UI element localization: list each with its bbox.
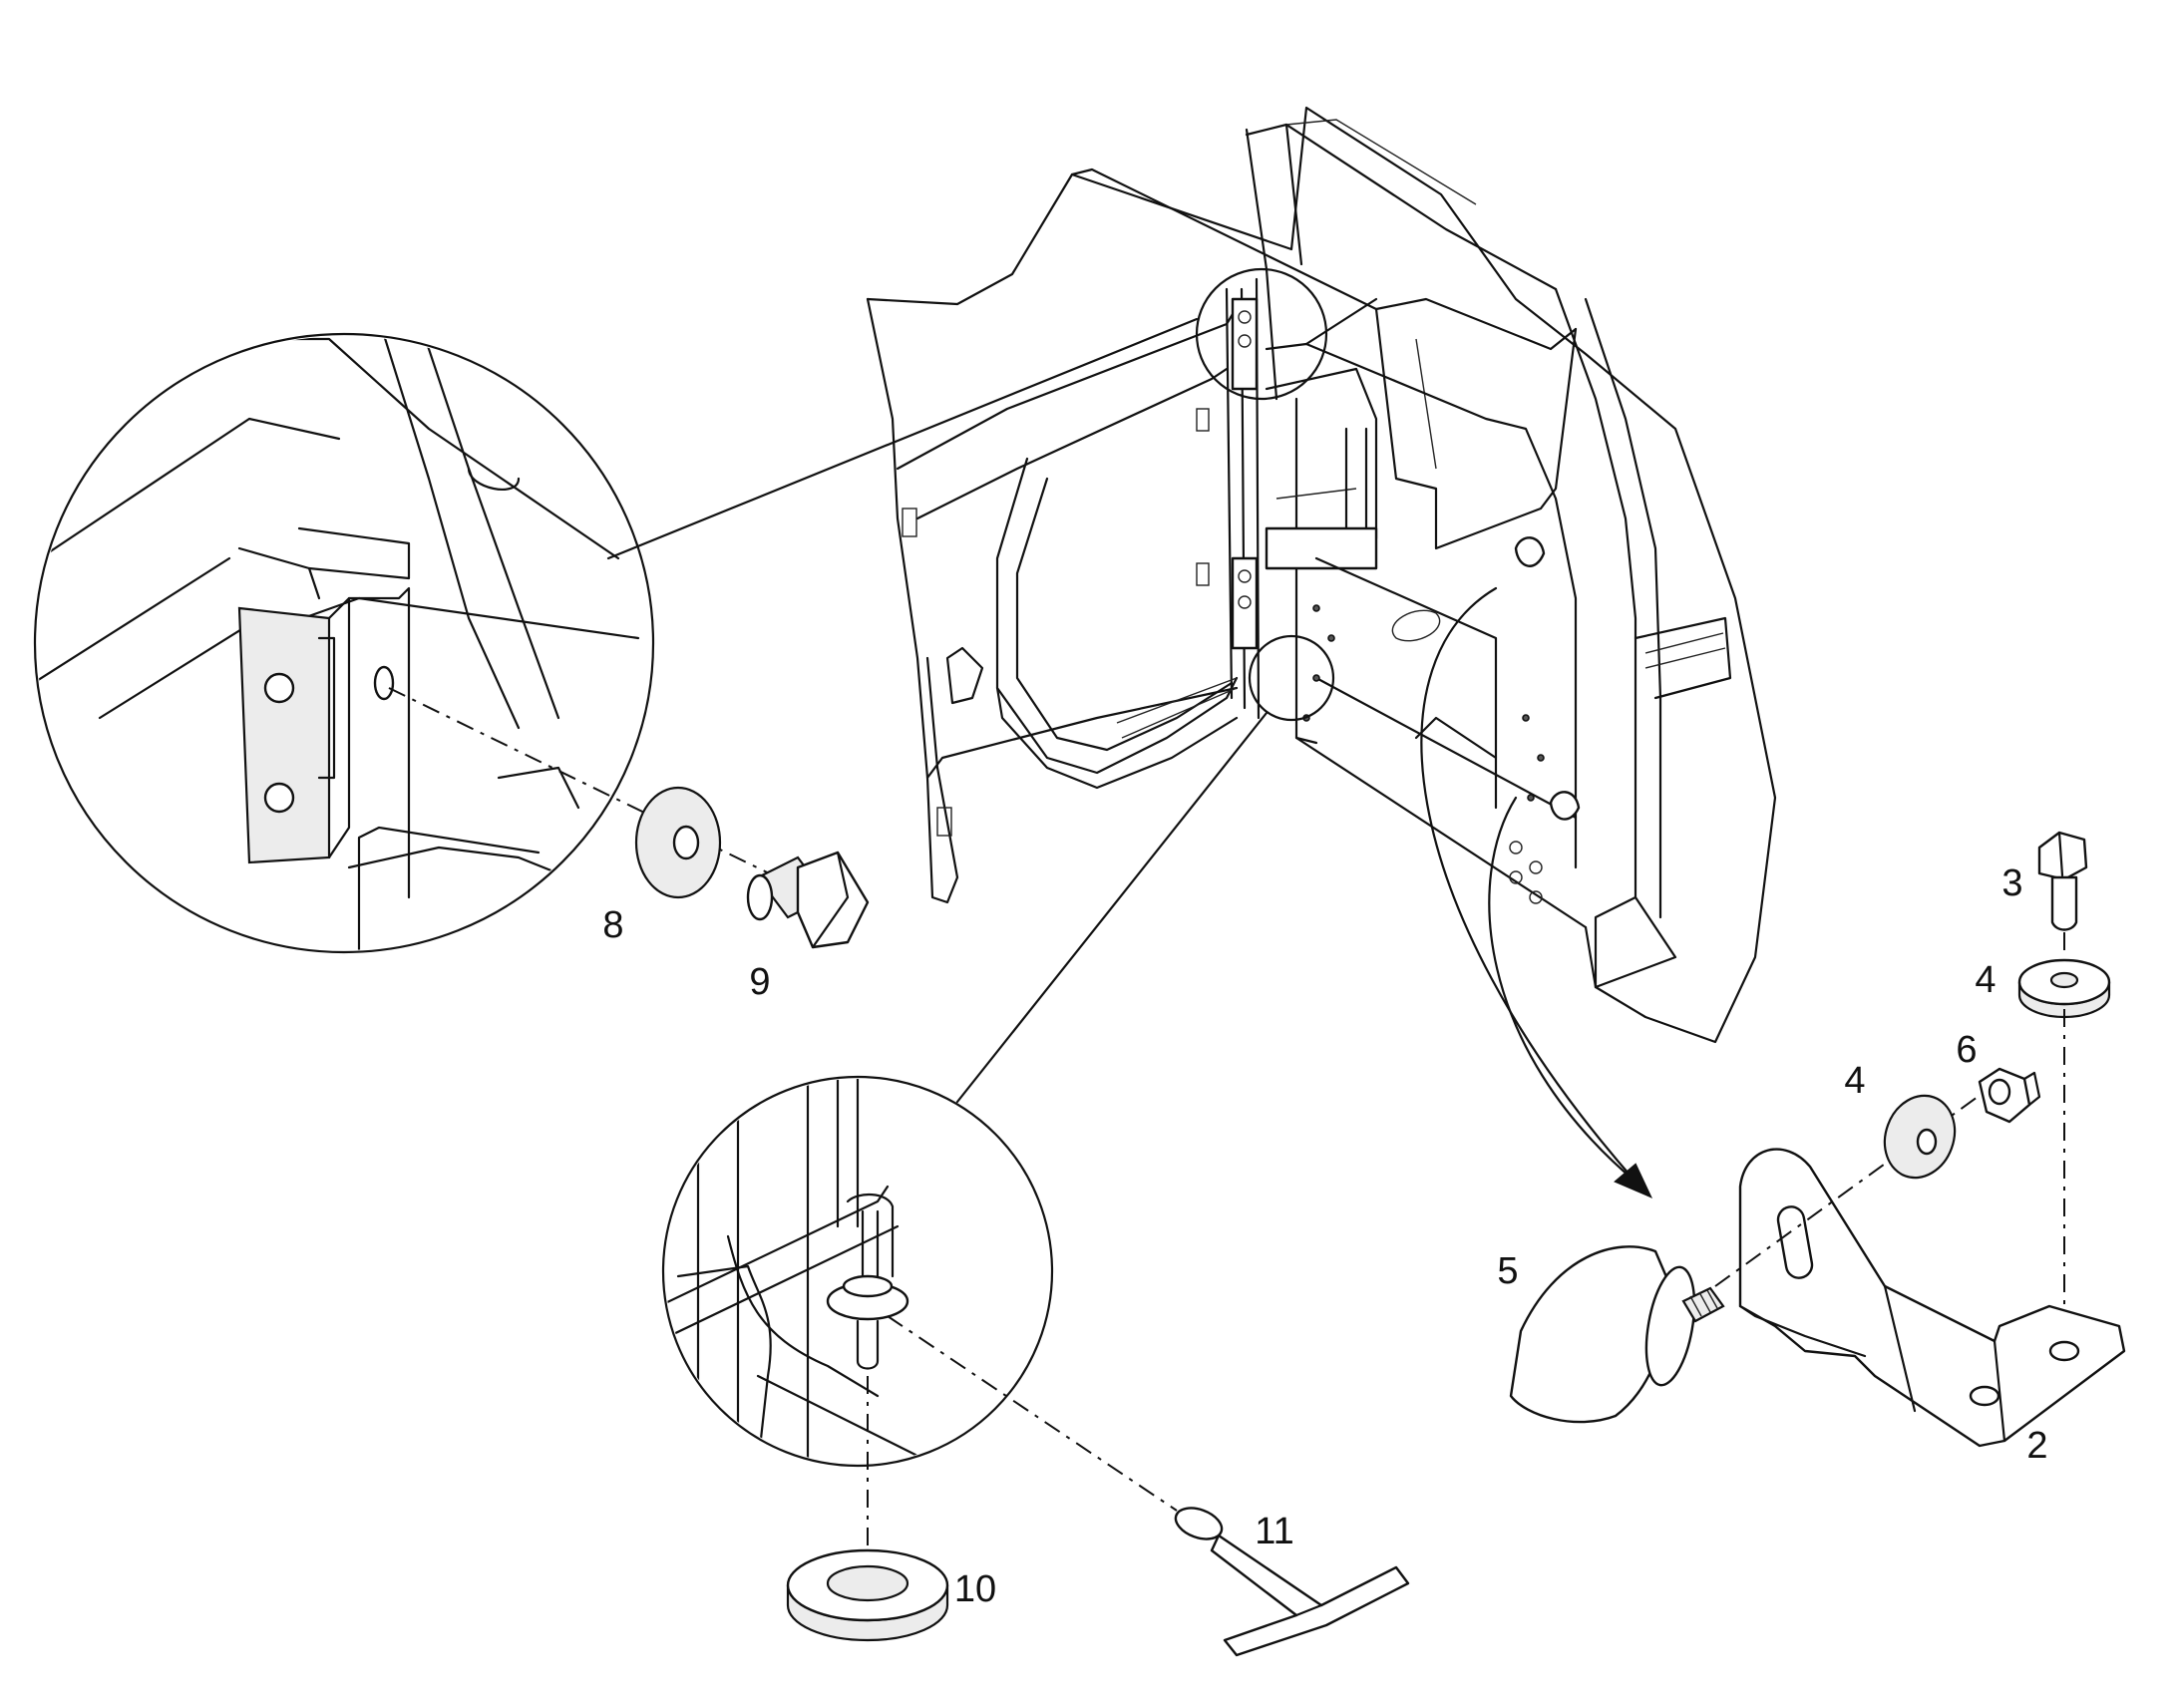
axis-bolt-9: [388, 687, 799, 888]
bracket-2: [1738, 1148, 2126, 1448]
callout-4-lower: 4: [1844, 1060, 1865, 1102]
detail-marker-hinge: [1195, 267, 1328, 401]
leader-line-upper-detail: [606, 317, 1199, 560]
leader-line-lower-detail: [955, 711, 1269, 1104]
callout-4-upper: 4: [1975, 959, 1996, 1001]
washer-4-lower: [1883, 1094, 1957, 1180]
callout-6: 6: [1956, 1029, 1977, 1071]
callout-5: 5: [1497, 1250, 1518, 1292]
washer-10: [786, 1548, 949, 1642]
callout-10: 10: [954, 1568, 996, 1610]
callout-11: 11: [1255, 1511, 1293, 1552]
bolt-9: [746, 851, 870, 949]
arrow-to-bracket: [1420, 586, 1653, 1198]
bolt-3: [2037, 831, 2088, 931]
callout-3: 3: [2001, 862, 2022, 904]
washer-8: [634, 786, 722, 899]
nut-6: [1978, 1067, 2041, 1124]
callout-2: 2: [2026, 1425, 2047, 1467]
cab-door-assembly: [866, 106, 1777, 1044]
rubber-bumper-5: [1509, 1245, 1725, 1424]
detail-view-pin: [661, 1075, 1054, 1468]
callout-8: 8: [602, 904, 623, 946]
cotter-pin-11: [1174, 1507, 1410, 1657]
detail-view-hinge: [33, 332, 655, 954]
washer-4-upper: [2017, 958, 2111, 1019]
axis-cotter-11: [887, 1315, 1178, 1512]
callout-9: 9: [749, 961, 770, 1003]
detail-marker-pin: [1248, 634, 1335, 722]
